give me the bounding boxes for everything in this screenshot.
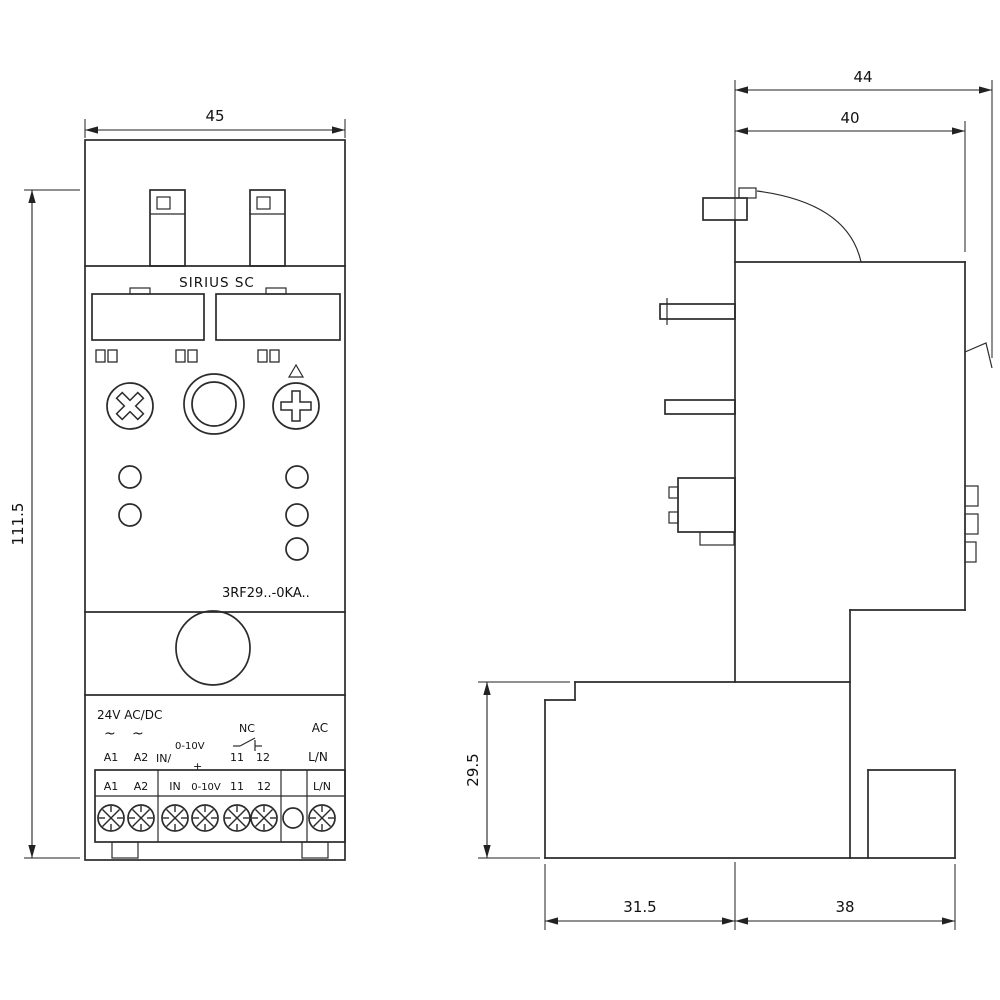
side-dim-body-depth: 40 [735, 109, 966, 252]
dim-width-label: 45 [205, 107, 224, 125]
front-dim-width: 45 [84, 107, 346, 138]
terminal-a2-label: A2 [134, 751, 149, 764]
side-lower-profile [544, 681, 956, 859]
dim-lower-depth-label: 31.5 [623, 898, 656, 916]
input-range-label: 0-10V [175, 741, 205, 752]
ac-label: AC [312, 721, 328, 735]
terminal-block: A1 A2 IN 0-10V 11 12 L/N [94, 769, 346, 843]
side-body-profile [734, 219, 993, 859]
terminal-a1-label: A1 [104, 751, 119, 764]
block-a2-label: A2 [134, 780, 149, 793]
latch-hole [256, 196, 271, 210]
blank-terminal [282, 807, 304, 829]
block-ln-label: L/N [313, 780, 331, 793]
label-window-left [91, 293, 205, 341]
ac-tilde-symbol: ~ [104, 726, 116, 742]
dim-body-depth-label: 40 [840, 109, 859, 127]
screw-terminal[interactable] [191, 804, 219, 832]
dim-lower-height-label: 29.5 [464, 753, 482, 786]
plug-in-pin [664, 399, 736, 415]
connector-latch [699, 531, 735, 546]
block-range-label: 0-10V [191, 782, 221, 793]
front-view: 45 111.5 SIRIUS SC [9, 107, 346, 861]
block-a1-label: A1 [104, 780, 119, 793]
adjust-knob-center[interactable] [183, 373, 245, 435]
side-view: 44 40 [464, 68, 993, 930]
din-rail-clip [702, 187, 757, 221]
clip-symbol-icon [257, 349, 280, 363]
block-12-label: 12 [257, 780, 271, 793]
input-prefix-label: IN/ [156, 752, 171, 765]
input-polarity-label: + [193, 760, 202, 773]
clip-symbol-icon [95, 349, 118, 363]
mounting-slot-right [249, 189, 286, 267]
status-led [118, 503, 142, 527]
nc-contact-icon [233, 737, 262, 751]
mounting-foot [301, 841, 329, 859]
status-led [285, 465, 309, 489]
side-rib [964, 485, 979, 507]
side-dim-bottom: 31.5 38 [544, 862, 956, 930]
round-window [175, 610, 251, 686]
brand-label: SIRIUS SC [179, 275, 255, 291]
plug-in-pins [659, 298, 736, 546]
adjust-knob-right[interactable] [272, 363, 320, 430]
dim-base-depth-label: 38 [835, 898, 854, 916]
screw-terminal[interactable] [308, 804, 336, 832]
screw-terminal[interactable] [250, 804, 278, 832]
clip-symbol-icon [175, 349, 198, 363]
window-tab [129, 287, 151, 295]
latch-hole [156, 196, 171, 210]
terminal-11-label: 11 [230, 751, 244, 764]
supply-label: 24V AC/DC [97, 708, 162, 722]
release-lever [964, 342, 993, 369]
ac-tilde-symbol: ~ [132, 726, 144, 742]
side-rib [964, 541, 977, 563]
block-in-label: IN [169, 780, 180, 793]
dim-total-depth-label: 44 [853, 68, 872, 86]
adjust-knob-left[interactable] [106, 382, 154, 430]
mounting-slot-left [149, 189, 186, 267]
side-dim-total-depth: 44 [734, 68, 993, 358]
terminal-12-label: 12 [256, 751, 270, 764]
terminal-block-outline [94, 769, 346, 843]
terminal-ln-label: L/N [308, 750, 328, 764]
phillips-screw-icon [280, 390, 312, 422]
status-led [285, 537, 309, 561]
terminal-legend: 24V AC/DC ~ ~ A1 A2 IN/ 0-10V + NC 11 12… [97, 708, 328, 773]
screw-terminal[interactable] [127, 804, 155, 832]
status-led [118, 465, 142, 489]
side-rib [964, 513, 979, 535]
block-11-label: 11 [230, 780, 244, 793]
device-outline [84, 139, 346, 861]
nc-label: NC [239, 722, 255, 735]
mounting-foot [111, 841, 139, 859]
connector-block [677, 477, 736, 533]
window-tab [265, 287, 287, 295]
dim-height-label: 111.5 [9, 503, 27, 546]
side-dim-lower-height: 29.5 [464, 681, 570, 859]
plug-in-pin [659, 303, 736, 320]
swing-arc [756, 190, 862, 263]
front-dim-height: 111.5 [9, 189, 80, 859]
screw-terminal[interactable] [223, 804, 251, 832]
pointer-triangle-icon [287, 363, 305, 378]
screw-terminal[interactable] [161, 804, 189, 832]
label-window-right [215, 293, 341, 341]
phillips-screw-icon [108, 384, 152, 428]
product-code-label: 3RF29..-0KA.. [222, 586, 310, 601]
screw-terminal[interactable] [97, 804, 125, 832]
status-led [285, 503, 309, 527]
